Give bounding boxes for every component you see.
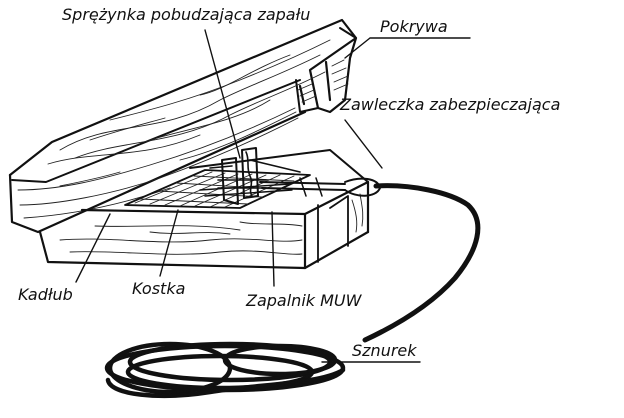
hull [38,149,370,270]
label-pokrywa: Pokrywa [380,17,448,36]
leader-lines [75,29,471,363]
label-kostka: Kostka [132,279,185,298]
label-spronka: Sprężynka pobudzająca zapału [62,5,310,24]
lid [8,18,358,234]
label-kadlub: Kadłub [18,285,73,304]
fuze-mechanism [199,147,381,205]
label-sznurek: Sznurek [352,341,417,360]
label-zapalnik: Zapalnik MUW [245,291,363,310]
cord [104,183,481,398]
label-zawleczka: Zawleczka zabezpieczająca [339,95,560,114]
